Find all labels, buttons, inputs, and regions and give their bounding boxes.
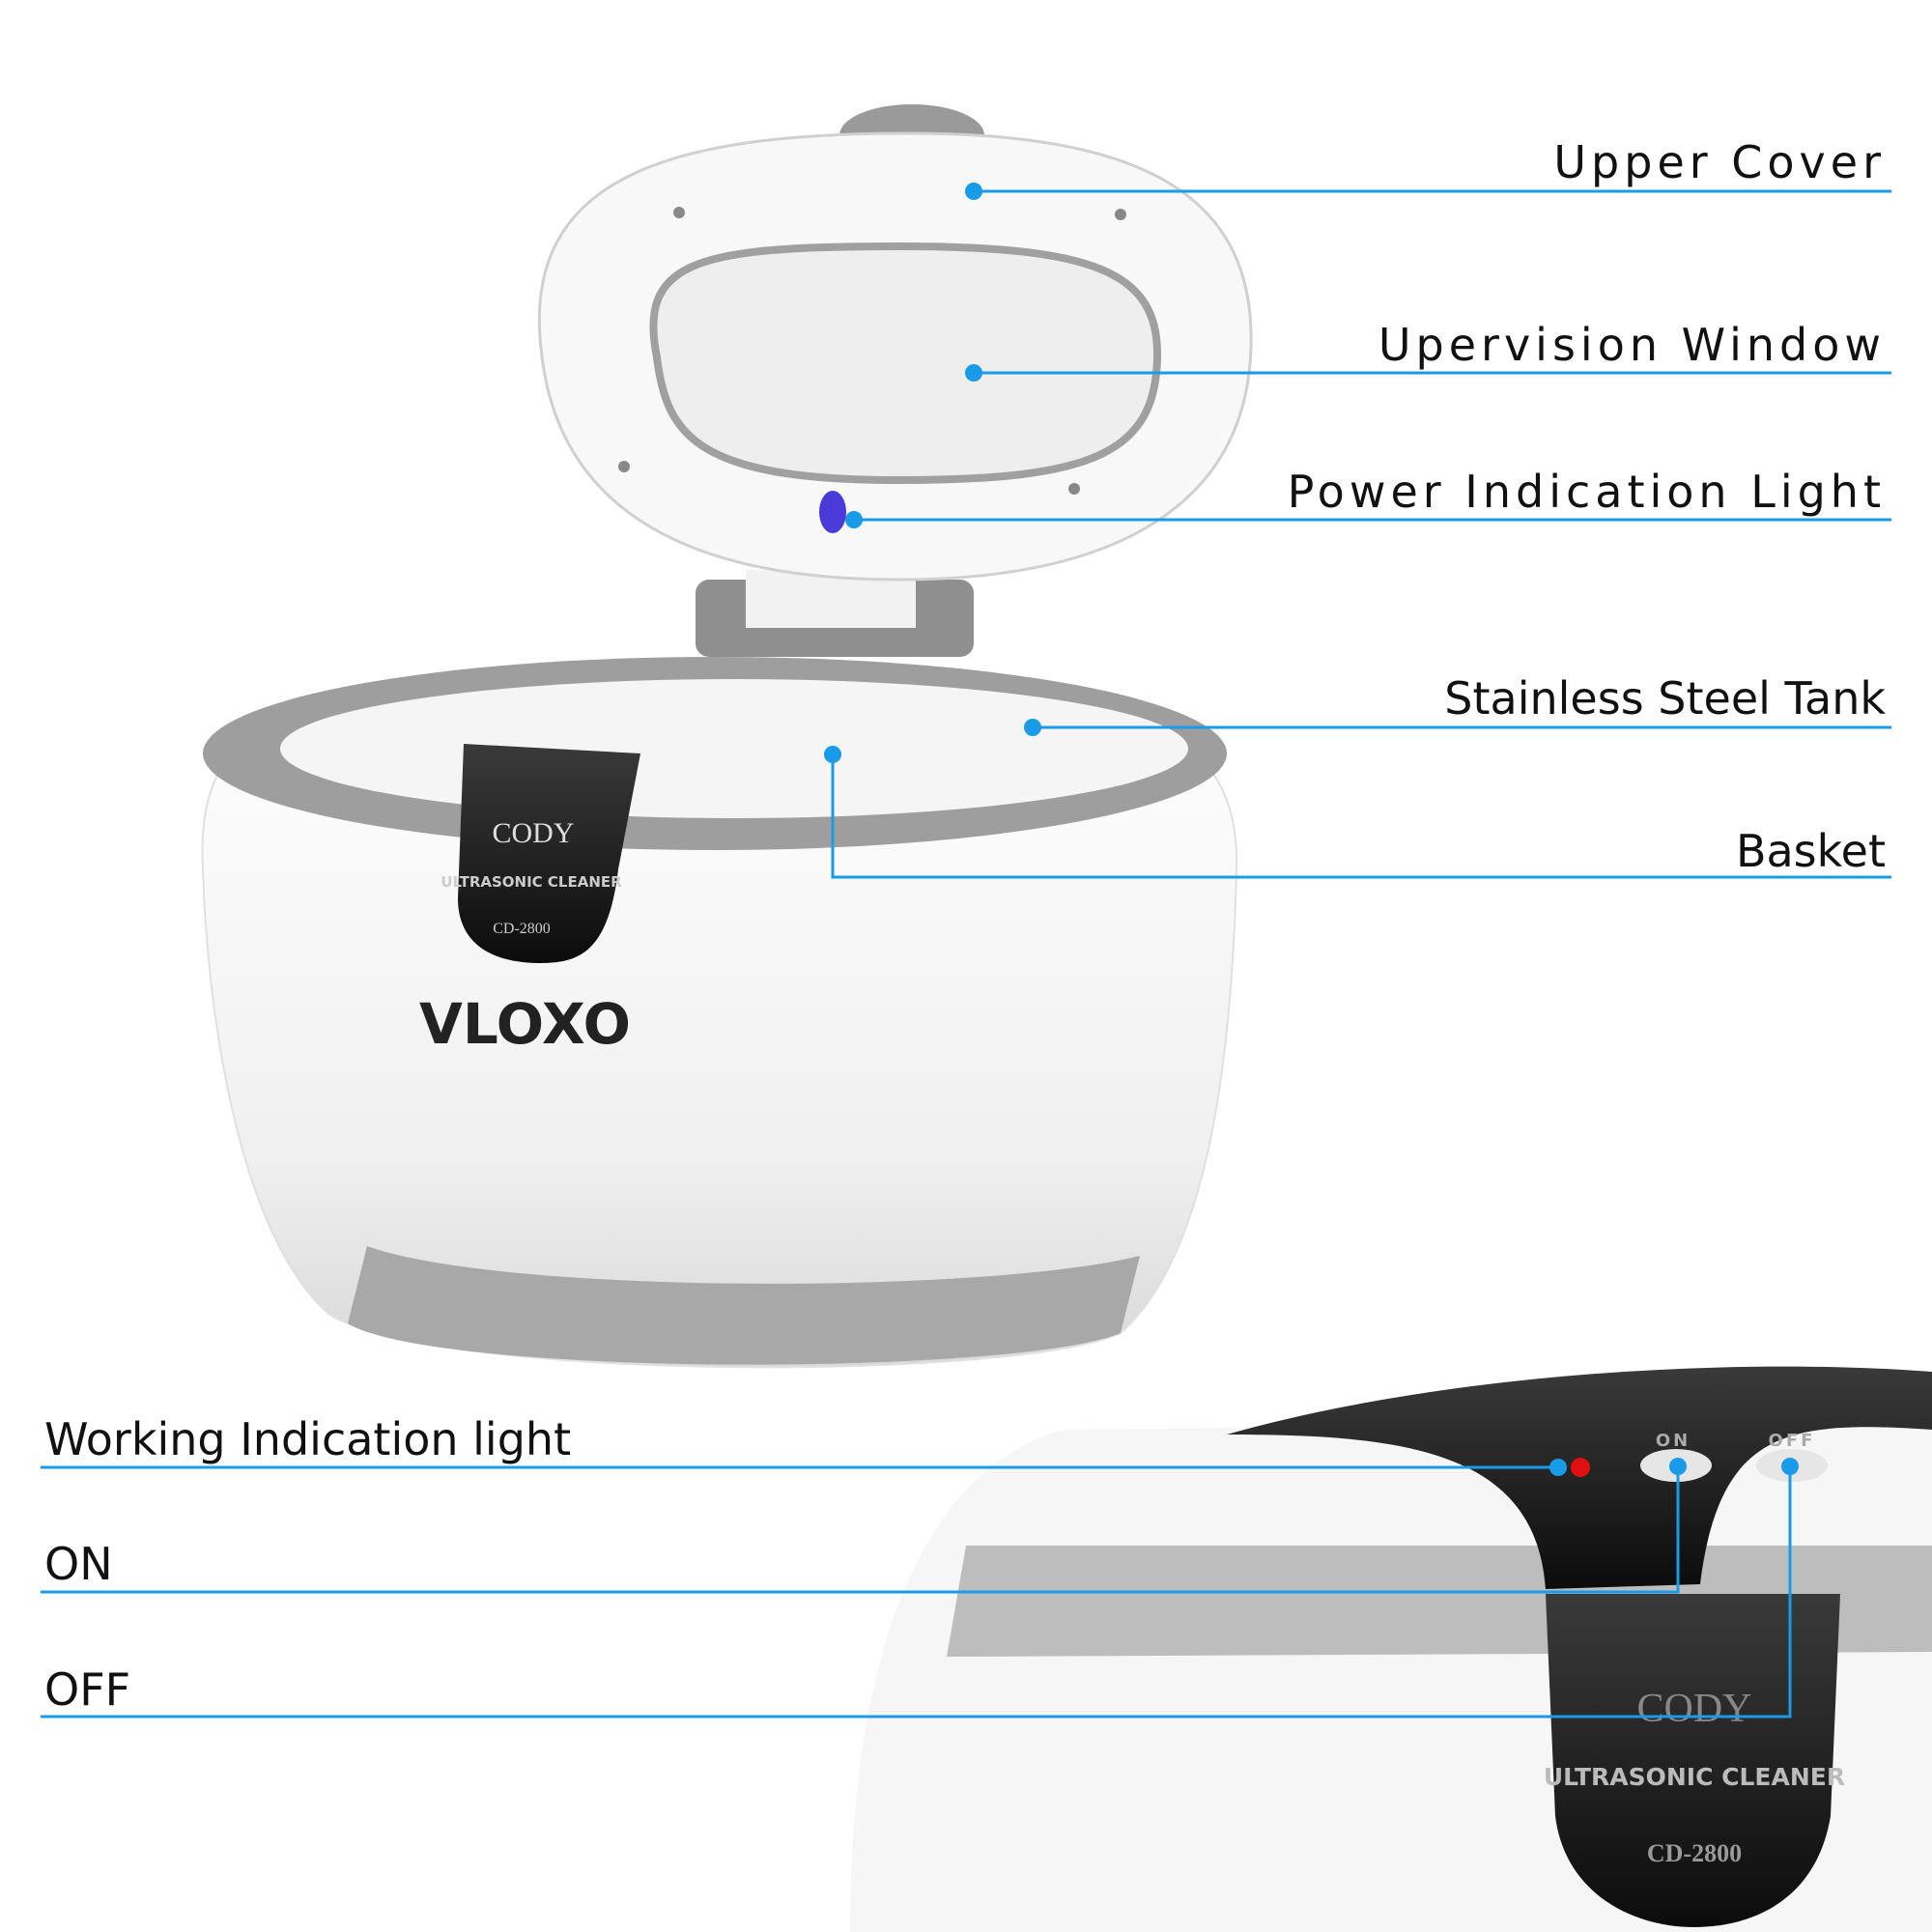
off-button-label: OFF xyxy=(1769,1431,1816,1451)
closeup-badge-type: ULTRASONIC CLEANER xyxy=(1544,1763,1845,1791)
badge-brand: CODY xyxy=(492,817,574,849)
basket-line xyxy=(831,754,1891,879)
working-indication-led xyxy=(1571,1458,1590,1477)
callout-dots xyxy=(824,183,1799,1476)
control-panel-closeup: ON OFF CODY ULTRASONIC CLEANER CD-2800 xyxy=(850,1366,1932,1932)
closeup-top xyxy=(1227,1366,1932,1589)
cleaner-main-unit: CODY ULTRASONIC CLEANER CD-2800 VLOXO xyxy=(201,104,1253,1369)
callout-basket: Basket xyxy=(1735,825,1886,877)
closeup-badge xyxy=(1546,1594,1840,1927)
on-button-label: ON xyxy=(1656,1431,1690,1451)
supervision-window xyxy=(649,242,1162,485)
basket xyxy=(280,679,1188,818)
callout-working-light: Working Indication light xyxy=(44,1413,572,1465)
callout-upper-cover: Upper Cover xyxy=(1553,136,1886,188)
base xyxy=(348,1246,1140,1365)
callout-supervision-window: Upervision Window xyxy=(1378,319,1886,371)
on-line xyxy=(41,1466,1680,1594)
closeup-badge-model: CD-2800 xyxy=(1647,1839,1742,1867)
brand-logo: VLOXO xyxy=(419,991,631,1057)
off-line xyxy=(41,1466,1792,1719)
power-indication-led xyxy=(819,491,846,533)
callout-on: ON xyxy=(44,1538,113,1590)
badge-type: ULTRASONIC CLEANER xyxy=(440,873,622,891)
closeup-badge-brand: CODY xyxy=(1636,1687,1751,1731)
callout-lines xyxy=(41,189,1891,1719)
callout-off: OFF xyxy=(44,1663,131,1716)
callout-tank: Stainless Steel Tank xyxy=(1444,672,1886,724)
front-badge xyxy=(458,744,640,963)
callout-power-light: Power Indication Light xyxy=(1287,466,1886,518)
badge-model: CD-2800 xyxy=(493,921,551,937)
